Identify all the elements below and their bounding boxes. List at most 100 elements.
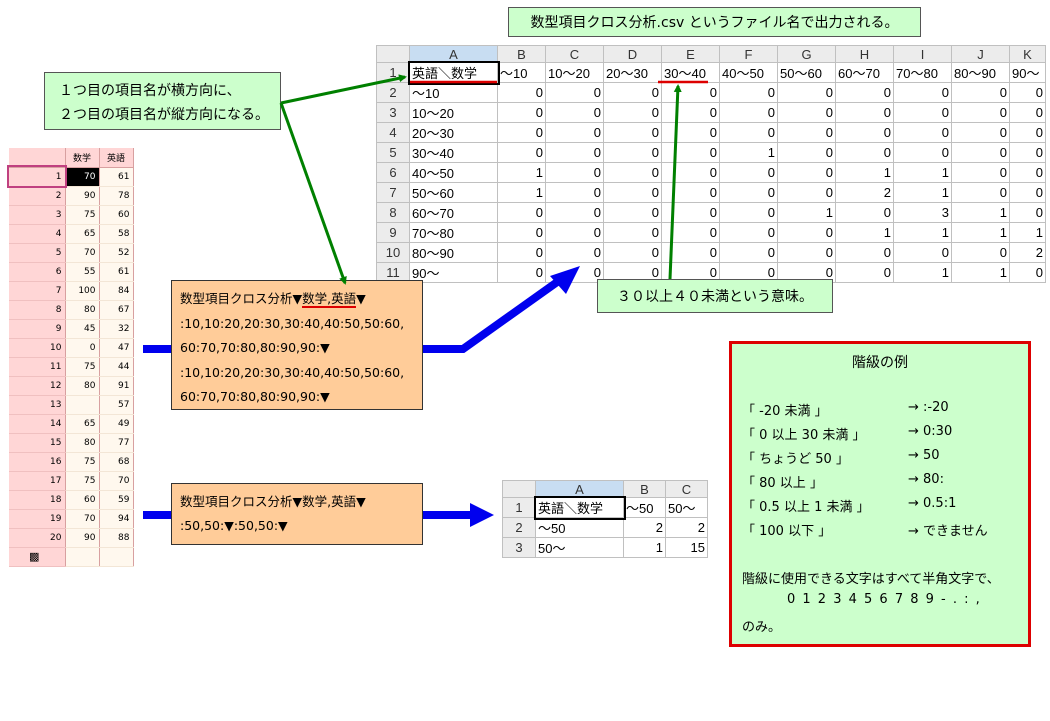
cell[interactable]: 15 [665, 537, 708, 558]
column-header-K[interactable]: K [1009, 45, 1046, 63]
list-cell-math[interactable] [65, 395, 100, 415]
cell[interactable]: 10～20 [409, 102, 498, 123]
list-cell-math[interactable]: 45 [65, 319, 100, 339]
list-cell-math[interactable]: 90 [65, 528, 100, 548]
list-cell-english[interactable]: 70 [99, 471, 134, 491]
cell[interactable]: 0 [1009, 262, 1046, 283]
list-row-number[interactable]: 20 [9, 528, 66, 548]
cell[interactable]: 50～ [665, 497, 708, 518]
row-header[interactable]: 10 [376, 242, 410, 263]
cell[interactable]: 50～60 [409, 182, 498, 203]
column-header-J[interactable]: J [951, 45, 1010, 63]
cell[interactable]: 70～80 [409, 222, 498, 243]
cell[interactable]: 50～60 [777, 62, 836, 83]
list-cell-english[interactable]: 44 [99, 357, 134, 377]
cell[interactable]: 0 [1009, 162, 1046, 183]
list-cell-english[interactable]: 61 [99, 262, 134, 282]
list-cell-english[interactable]: 77 [99, 433, 134, 453]
list-cell-english[interactable]: 47 [99, 338, 134, 358]
column-header-A[interactable]: A [409, 45, 498, 63]
list-row-number[interactable]: 15 [9, 433, 66, 453]
list-cell-math[interactable]: 65 [65, 414, 100, 434]
list-cell-english[interactable]: 67 [99, 300, 134, 320]
list-row-number[interactable]: 7 [9, 281, 66, 301]
list-cell-english[interactable]: 88 [99, 528, 134, 548]
list-cell-math[interactable]: 55 [65, 262, 100, 282]
cell[interactable]: 50～ [535, 537, 624, 558]
list-new-row[interactable]: ▩ [9, 547, 134, 567]
row-header[interactable]: 7 [376, 182, 410, 203]
list-cell-math[interactable]: 75 [65, 205, 100, 225]
list-cell-english[interactable]: 84 [99, 281, 134, 301]
list-row-number[interactable]: 8 [9, 300, 66, 320]
list-row-number[interactable]: 18 [9, 490, 66, 510]
list-row-number[interactable]: 17 [9, 471, 66, 491]
list-row-number[interactable]: 3 [9, 205, 66, 225]
list-cell-english[interactable]: 60 [99, 205, 134, 225]
row-header[interactable]: 2 [502, 517, 536, 538]
list-row-number[interactable]: 11 [9, 357, 66, 377]
list-cell-english[interactable]: 94 [99, 509, 134, 529]
row-header[interactable]: 8 [376, 202, 410, 223]
list-row-number[interactable]: 14 [9, 414, 66, 434]
list-cell-english[interactable]: 49 [99, 414, 134, 434]
list-cell-math[interactable]: 0 [65, 338, 100, 358]
cell[interactable]: 0 [497, 262, 546, 283]
list-cell-english[interactable]: 68 [99, 452, 134, 472]
list-cell-english[interactable]: 59 [99, 490, 134, 510]
row-header[interactable]: 3 [376, 102, 410, 123]
list-row-number[interactable]: 2 [9, 186, 66, 206]
list-cell-math[interactable]: 80 [65, 376, 100, 396]
list-cell-english[interactable]: 78 [99, 186, 134, 206]
column-header-H[interactable]: H [835, 45, 894, 63]
list-row-number[interactable]: 13 [9, 395, 66, 415]
row-header[interactable]: 2 [376, 82, 410, 103]
column-header-B[interactable]: B [497, 45, 546, 63]
list-cell-math[interactable]: 60 [65, 490, 100, 510]
list-row-number[interactable]: 9 [9, 319, 66, 339]
new-row-icon[interactable]: ▩ [9, 547, 66, 567]
list-cell-math[interactable]: 80 [65, 300, 100, 320]
list-row-number[interactable]: 19 [9, 509, 66, 529]
column-header-I[interactable]: I [893, 45, 952, 63]
list-row-number[interactable]: 16 [9, 452, 66, 472]
row-header[interactable]: 4 [376, 122, 410, 143]
list-row-number[interactable]: 10 [9, 338, 66, 358]
list-cell-math[interactable]: 70 [65, 509, 100, 529]
list-cell-english[interactable]: 32 [99, 319, 134, 339]
cell[interactable]: 0 [1009, 202, 1046, 223]
list-cell-math[interactable]: 70 [65, 167, 100, 187]
list-cell-math[interactable]: 90 [65, 186, 100, 206]
list-cell-math[interactable]: 70 [65, 243, 100, 263]
cell-active[interactable]: 英語＼数学 [533, 495, 626, 520]
cell[interactable]: 10～20 [545, 62, 604, 83]
list-row-number[interactable]: 1 [7, 165, 67, 188]
list-row-number[interactable]: 5 [9, 243, 66, 263]
list-cell-english[interactable]: 91 [99, 376, 134, 396]
list-cell-math[interactable]: 65 [65, 224, 100, 244]
list-row-number[interactable]: 4 [9, 224, 66, 244]
list-cell-math[interactable]: 75 [65, 452, 100, 472]
list-cell-math[interactable]: 75 [65, 471, 100, 491]
list-row-number[interactable]: 6 [9, 262, 66, 282]
row-header[interactable]: 3 [502, 537, 536, 558]
cell[interactable]: 20～30 [603, 62, 662, 83]
list-row-number[interactable]: 12 [9, 376, 66, 396]
list-cell-english[interactable]: 61 [99, 167, 134, 187]
